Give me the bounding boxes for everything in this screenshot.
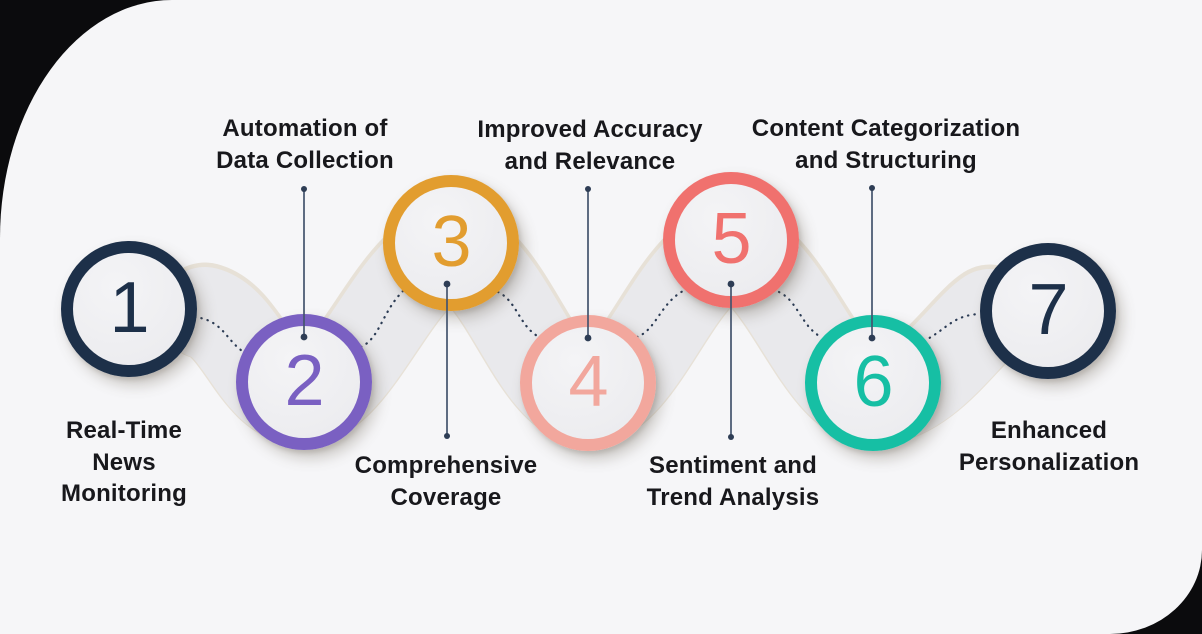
step-label-6: Content Categorization and Structuring [751,115,1021,174]
step-number-6: 6 [853,342,893,422]
step-number-2: 2 [284,341,324,421]
step-circle-3: 3 [383,175,519,311]
step-label-2: Automation of Data Collection [216,115,394,174]
step-number-5: 5 [711,199,751,279]
step-number-3: 3 [431,202,471,282]
step-number-4: 4 [568,342,608,422]
step-circle-4: 4 [520,315,656,451]
step-label-3: Comprehensive Coverage [354,452,538,511]
step-number-7: 7 [1028,270,1068,350]
step-label-4: Improved Accuracy and Relevance [477,116,703,175]
step-circle-5: 5 [663,172,799,308]
step-number-1: 1 [109,268,149,348]
step-label-7: Enhanced Personalization [958,417,1140,476]
step-label-1: Real-Time News Monitoring [61,417,187,507]
step-circle-1: 1 [61,241,197,377]
step-label-5: Sentiment and Trend Analysis [646,452,820,511]
step-circle-7: 7 [980,243,1116,379]
